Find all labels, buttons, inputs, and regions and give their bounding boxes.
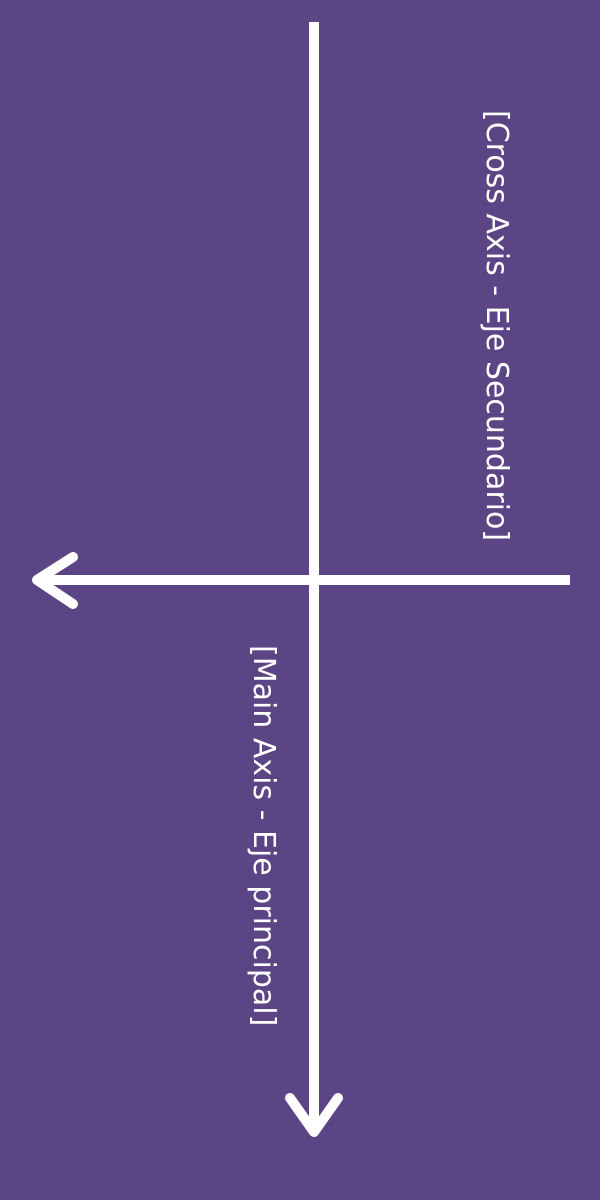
cross-axis-label: [Cross Axis - Eje Secundario] [479,110,514,541]
main-axis-label: [Main Axis - Eje principal] [246,645,281,1026]
main-axis-arrow-down-icon [285,1093,343,1137]
cross-axis-arrow-left-icon [32,552,78,609]
